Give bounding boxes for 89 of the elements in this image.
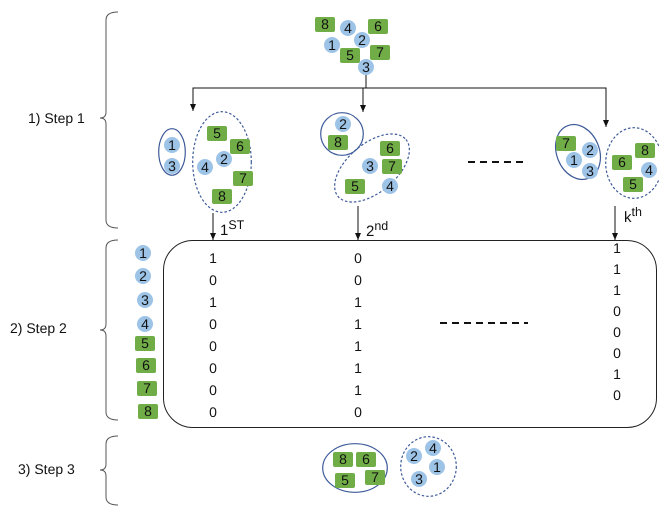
number-tag: 5 [623, 176, 643, 192]
cluster-ellipse [332, 132, 412, 204]
matrix-cell-text: 0 [208, 383, 218, 397]
number-circle: 1 [135, 245, 151, 261]
step-label: 3) Step 3 [18, 461, 75, 477]
number-circle: 3 [582, 163, 598, 179]
matrix-cell-text: 0 [353, 251, 363, 265]
matrix-cell-text: 1 [353, 317, 363, 331]
number-tag: 5 [335, 472, 355, 488]
number-circle: 3 [137, 292, 153, 308]
number-circle: 4 [425, 440, 441, 456]
matrix-cell-text: 1 [612, 241, 622, 255]
matrix-cell-text: 1 [612, 283, 622, 297]
number-tag: 8 [333, 452, 353, 466]
arrow [612, 206, 618, 240]
cluster-ellipse [192, 111, 252, 213]
arrow [366, 74, 609, 128]
number-tag: 5 [135, 336, 155, 350]
number-circle: 4 [382, 178, 398, 194]
number-circle: 2 [406, 448, 422, 464]
arrow [355, 206, 361, 240]
number-circle: 3 [411, 471, 427, 487]
number-circle: 3 [362, 158, 378, 174]
matrix-cell-text: 0 [612, 304, 622, 318]
matrix-cell-text: 1 [612, 262, 622, 276]
number-tag: 7 [233, 170, 253, 186]
number-tag: 8 [635, 142, 655, 158]
number-tag: 8 [138, 404, 158, 418]
cluster-ellipse [320, 112, 364, 156]
number-tag: 7 [556, 136, 576, 150]
matrix-cell-text: 0 [612, 346, 622, 360]
cluster-ellipse [158, 128, 186, 176]
number-tag: 6 [368, 18, 388, 34]
number-circle: 3 [164, 158, 180, 174]
number-tag: 8 [328, 134, 348, 150]
matrix-cell-text: 0 [612, 325, 622, 339]
number-tag: 5 [340, 48, 360, 62]
matrix-cell-text: 1 [353, 295, 363, 309]
matrix-cell-text: 0 [208, 405, 218, 419]
number-circle: 1 [164, 137, 180, 153]
number-circle: 2 [135, 268, 151, 284]
matrix-cell-text: 0 [612, 388, 622, 402]
matrix-box [163, 240, 657, 428]
number-circle: 4 [340, 20, 356, 36]
matrix-cell-text: 0 [353, 273, 363, 287]
number-tag: 6 [380, 140, 400, 156]
number-tag: 6 [136, 358, 156, 372]
step-label: 1) Step 1 [28, 110, 85, 126]
edge-label: 2$^{nd}$ [366, 219, 388, 240]
number-tag: 7 [370, 44, 390, 60]
number-tag: 7 [382, 158, 402, 174]
matrix-cell-text: 1 [353, 361, 363, 375]
number-circle: 2 [354, 32, 370, 48]
matrix-cell-text: 0 [208, 273, 218, 287]
number-tag: 6 [230, 138, 250, 154]
edge-label: k$^{th}$ [624, 205, 642, 226]
number-circle: 4 [641, 162, 657, 178]
cluster-ellipse [400, 436, 457, 497]
matrix-cell-text: 0 [353, 405, 363, 419]
edge-label: 1$^{ST}$ [220, 218, 244, 239]
number-circle: 2 [582, 142, 598, 158]
number-tag: 6 [356, 452, 376, 466]
number-tag: 5 [207, 126, 227, 140]
number-circle: 4 [197, 159, 213, 175]
arrow [210, 212, 216, 240]
matrix-cell-text: 0 [208, 317, 218, 331]
number-tag: 6 [612, 154, 632, 170]
number-circle: 2 [216, 151, 232, 167]
number-tag: 8 [315, 16, 335, 32]
matrix-cell-text: 1 [208, 295, 218, 309]
number-tag: 7 [365, 470, 385, 484]
matrix-cell-text: 1 [612, 367, 622, 381]
number-circle: 1 [429, 459, 445, 475]
matrix-cell-text: 1 [353, 339, 363, 353]
matrix-cell-text: 0 [208, 339, 218, 353]
number-circle: 2 [335, 116, 351, 132]
number-circle: 3 [358, 59, 374, 75]
step-label: 2) Step 2 [10, 320, 67, 336]
matrix-cell-text: 0 [208, 361, 218, 375]
cluster-ellipse [322, 443, 388, 493]
matrix-cell-text: 1 [208, 251, 218, 265]
number-tag: 8 [212, 188, 232, 204]
number-tag: 7 [137, 380, 157, 396]
number-circle: 4 [137, 316, 153, 332]
matrix-cell-text: 1 [353, 383, 363, 397]
number-circle: 1 [324, 37, 340, 53]
number-circle: 1 [566, 152, 582, 168]
number-tag: 5 [345, 178, 365, 194]
cluster-ellipse [553, 122, 603, 182]
